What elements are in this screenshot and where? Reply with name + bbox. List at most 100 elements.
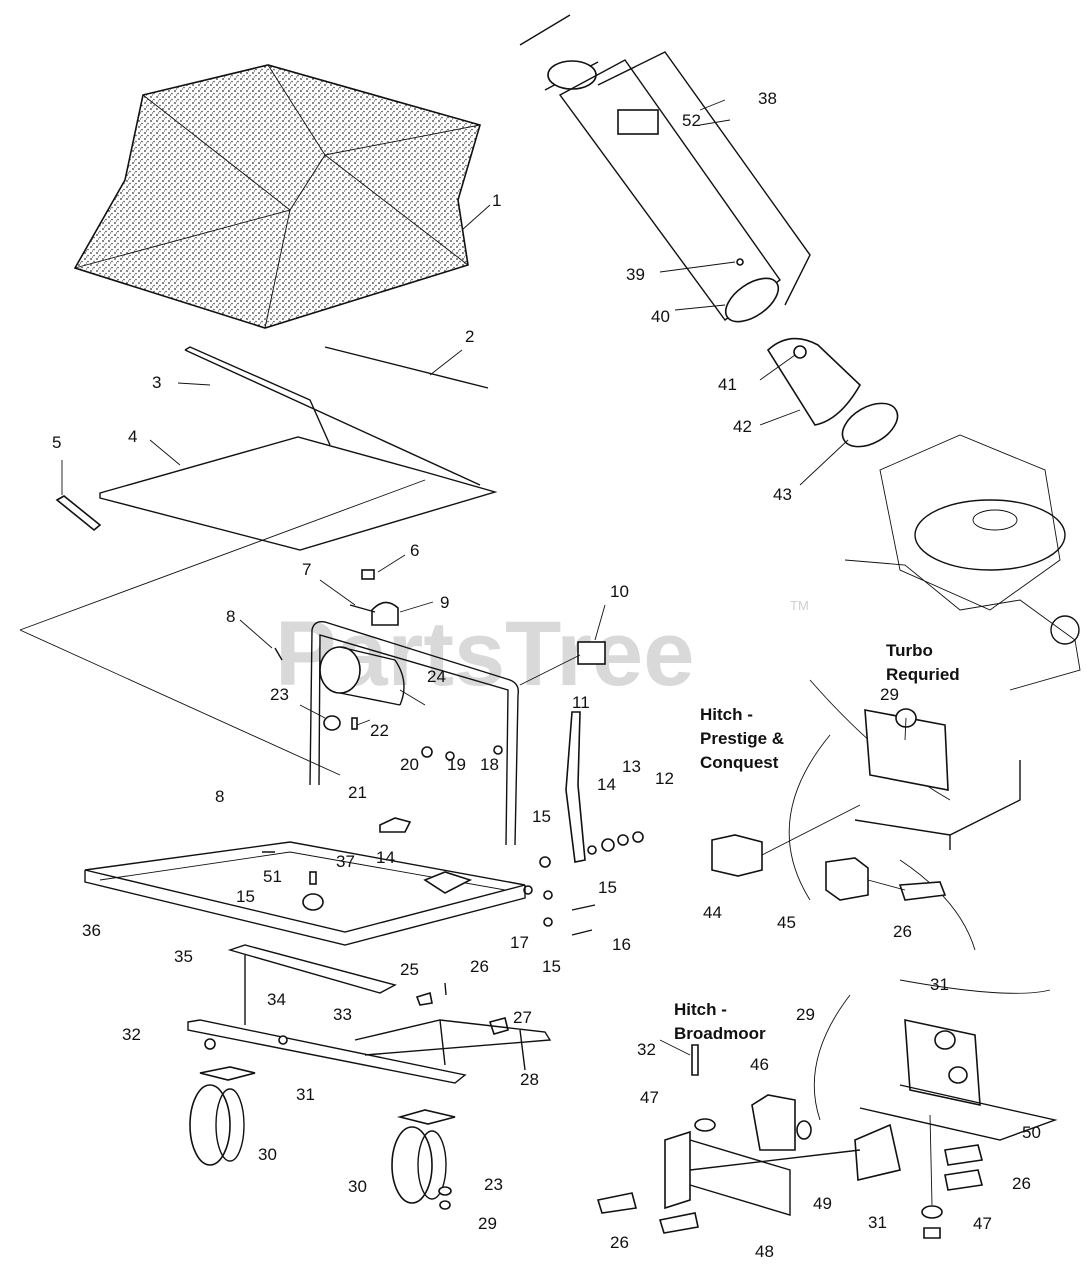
callout-31-broadmoor-bottom: 31 xyxy=(868,1213,887,1232)
callout-44: 44 xyxy=(703,903,722,922)
callout-15-top: 15 xyxy=(532,807,551,826)
callout-13: 13 xyxy=(622,757,641,776)
callout-12: 12 xyxy=(655,769,674,788)
nut-6 xyxy=(361,569,375,580)
clip-7 xyxy=(349,604,376,613)
callout-43: 43 xyxy=(773,485,792,504)
tube-frame xyxy=(309,620,520,846)
handle-bracket xyxy=(55,495,102,532)
callout-47-right: 47 xyxy=(973,1214,992,1233)
callout-45: 45 xyxy=(777,913,796,932)
callout-39: 39 xyxy=(626,265,645,284)
callout-36: 36 xyxy=(82,921,101,940)
callout-7: 7 xyxy=(302,560,311,579)
callout-25: 25 xyxy=(400,960,419,979)
note-turbo-line1: Turbo xyxy=(886,641,933,660)
bag-outline xyxy=(19,479,426,776)
callout-28: 28 xyxy=(520,1070,539,1089)
hitch-prestige-assembly xyxy=(711,679,1021,951)
adapter-sleeve xyxy=(319,646,405,706)
callout-15-bottom: 15 xyxy=(542,957,561,976)
note-hitch-broadmoor-line2: Broadmoor xyxy=(674,1024,766,1043)
callout-40: 40 xyxy=(651,307,670,326)
callout-10: 10 xyxy=(610,582,629,601)
callout-47-left: 47 xyxy=(640,1088,659,1107)
callout-5: 5 xyxy=(52,433,61,452)
washer-23 xyxy=(323,715,341,731)
cap-27 xyxy=(488,1017,509,1035)
callout-31-cart: 31 xyxy=(296,1085,315,1104)
note-hitch-broadmoor-line1: Hitch - xyxy=(674,1000,727,1019)
callout-8-top: 8 xyxy=(226,607,235,626)
grass-bag xyxy=(73,64,481,329)
hardware-group xyxy=(262,745,644,936)
callout-31-broadmoor-top: 31 xyxy=(930,975,949,994)
callout-34: 34 xyxy=(267,990,286,1009)
notes: Turbo Requried Hitch - Prestige & Conque… xyxy=(674,641,960,1043)
callout-27: 27 xyxy=(513,1008,532,1027)
cart-frame xyxy=(187,1019,552,1084)
callout-16: 16 xyxy=(612,935,631,954)
callout-35: 35 xyxy=(174,947,193,966)
clamp-9 xyxy=(371,601,399,626)
watermark: PartsTree TM xyxy=(275,598,809,705)
bolt-25 xyxy=(415,991,433,1006)
leader-lines xyxy=(61,99,907,1056)
trademark-mark: TM xyxy=(790,598,809,613)
tube-frame-inner xyxy=(318,634,509,846)
callout-26-broadmoor-left: 26 xyxy=(610,1233,629,1252)
callout-23-bottom: 23 xyxy=(484,1175,503,1194)
callout-15-right: 15 xyxy=(598,878,617,897)
callout-11: 11 xyxy=(572,693,590,712)
callout-30-right: 30 xyxy=(348,1177,367,1196)
callout-3: 3 xyxy=(152,373,161,392)
callout-26-broadmoor-right: 26 xyxy=(1012,1174,1031,1193)
bolt-8-top xyxy=(274,647,283,661)
callout-46: 46 xyxy=(750,1055,769,1074)
callout-26-prestige: 26 xyxy=(893,922,912,941)
callout-24: 24 xyxy=(427,667,446,686)
callout-20: 20 xyxy=(400,755,419,774)
callout-32-cart: 32 xyxy=(122,1025,141,1044)
callout-30-left: 30 xyxy=(258,1145,277,1164)
caster-wheel-left xyxy=(189,1066,256,1166)
note-turbo-line2: Requried xyxy=(886,665,960,684)
hitch-broadmoor-assembly xyxy=(596,979,1058,1239)
bracket-11 xyxy=(565,711,586,863)
callout-29-broadmoor: 29 xyxy=(796,1005,815,1024)
callout-15-left: 15 xyxy=(236,887,255,906)
callout-labels: 1 2 3 4 5 6 7 8 8 9 10 11 12 13 14 14 15… xyxy=(52,89,1041,1261)
callout-14-left: 14 xyxy=(376,848,395,867)
callout-50: 50 xyxy=(1022,1123,1041,1142)
callout-22: 22 xyxy=(370,721,389,740)
pin-22 xyxy=(351,717,358,730)
nut-29-bottom xyxy=(439,1200,451,1210)
callout-1: 1 xyxy=(492,191,501,210)
callout-17: 17 xyxy=(510,933,529,952)
callout-19: 19 xyxy=(447,755,466,774)
callout-4: 4 xyxy=(128,427,137,446)
frame-rod xyxy=(324,346,489,389)
callout-9: 9 xyxy=(440,593,449,612)
callout-48: 48 xyxy=(755,1242,774,1261)
bag-frame-bottom xyxy=(99,436,498,551)
callout-29-cart: 29 xyxy=(478,1214,497,1233)
clip-21 xyxy=(379,817,412,833)
callout-6: 6 xyxy=(410,541,419,560)
bolt-26 xyxy=(444,982,447,996)
callout-52: 52 xyxy=(682,111,701,130)
deck-pan xyxy=(84,841,526,946)
callout-32-broadmoor: 32 xyxy=(637,1040,656,1059)
note-hitch-prestige-line2: Prestige & xyxy=(700,729,784,748)
note-hitch-prestige-line1: Hitch - xyxy=(700,705,753,724)
callout-33: 33 xyxy=(333,1005,352,1024)
callout-42: 42 xyxy=(733,417,752,436)
turbo-engine xyxy=(844,434,1081,691)
callout-37: 37 xyxy=(336,852,355,871)
callout-23-top: 23 xyxy=(270,685,289,704)
label-10 xyxy=(577,641,606,665)
callout-41: 41 xyxy=(718,375,737,394)
support-bar xyxy=(227,944,397,1025)
